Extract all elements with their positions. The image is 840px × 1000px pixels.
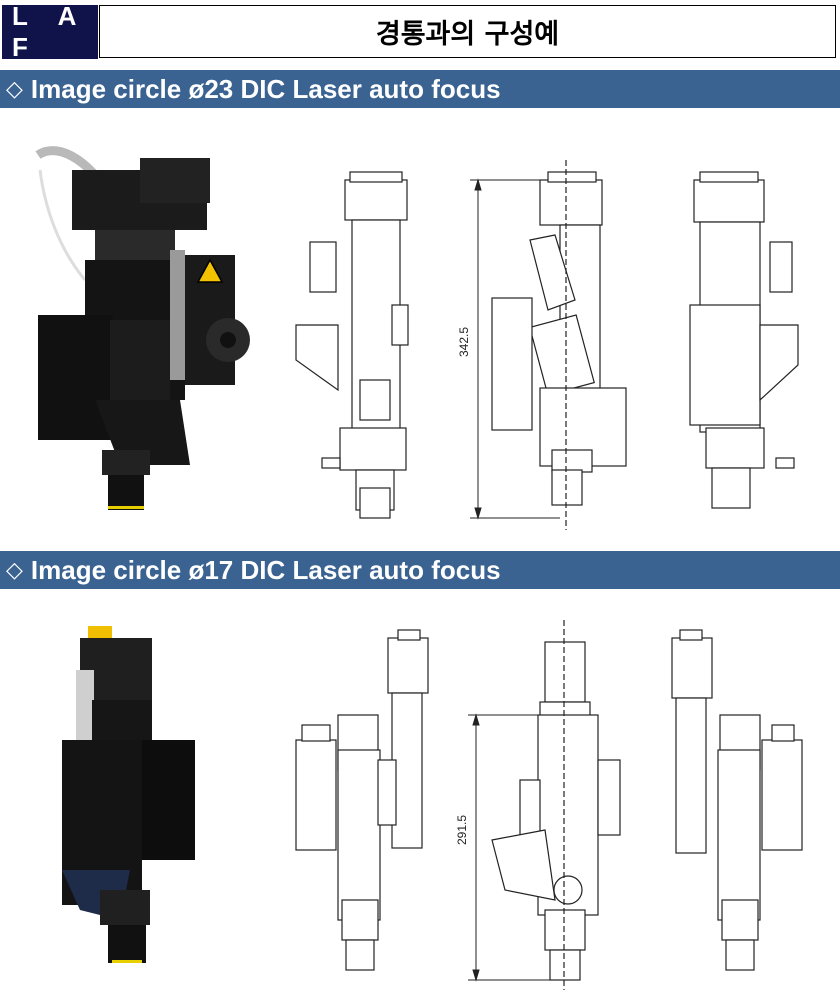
section-2-content: 291.5: [0, 590, 840, 1000]
section-title-1: Image circle ø23 DIC Laser auto focus: [30, 73, 501, 104]
page-title: 경통과의 구성예: [99, 5, 836, 58]
drawing-23-rear-view: [689, 171, 799, 509]
diamond-bullet-icon: ◇: [6, 557, 23, 583]
section-1-drawings: 342.5: [35, 146, 799, 530]
header-tag: L A F: [2, 1, 98, 62]
drawing-23-side-view: [295, 171, 409, 519]
section-bar-1: ◇ Image circle ø23 DIC Laser auto focus: [0, 70, 840, 108]
product-photo-17: [62, 626, 195, 963]
diamond-bullet-icon: ◇: [6, 76, 23, 102]
drawing-17-side-view: [295, 629, 429, 971]
dimension-line-23: [470, 178, 560, 520]
dimension-line-17: [468, 713, 550, 982]
drawing-17-rear-view: [671, 629, 803, 971]
product-photo-23: [35, 146, 250, 510]
section-title-2: Image circle ø17 DIC Laser auto focus: [30, 554, 501, 585]
drawing-17-front-view: [491, 620, 621, 990]
dimension-label-17: 291.5: [455, 815, 469, 845]
page-header: L A F 경통과의 구성예: [0, 0, 840, 62]
section-1-content: 342.5: [0, 110, 840, 540]
section-2-drawings: 291.5: [62, 620, 803, 990]
section-bar-2: ◇ Image circle ø17 DIC Laser auto focus: [0, 551, 840, 589]
dimension-label-23: 342.5: [457, 327, 471, 357]
drawing-23-front-view: [491, 160, 627, 530]
